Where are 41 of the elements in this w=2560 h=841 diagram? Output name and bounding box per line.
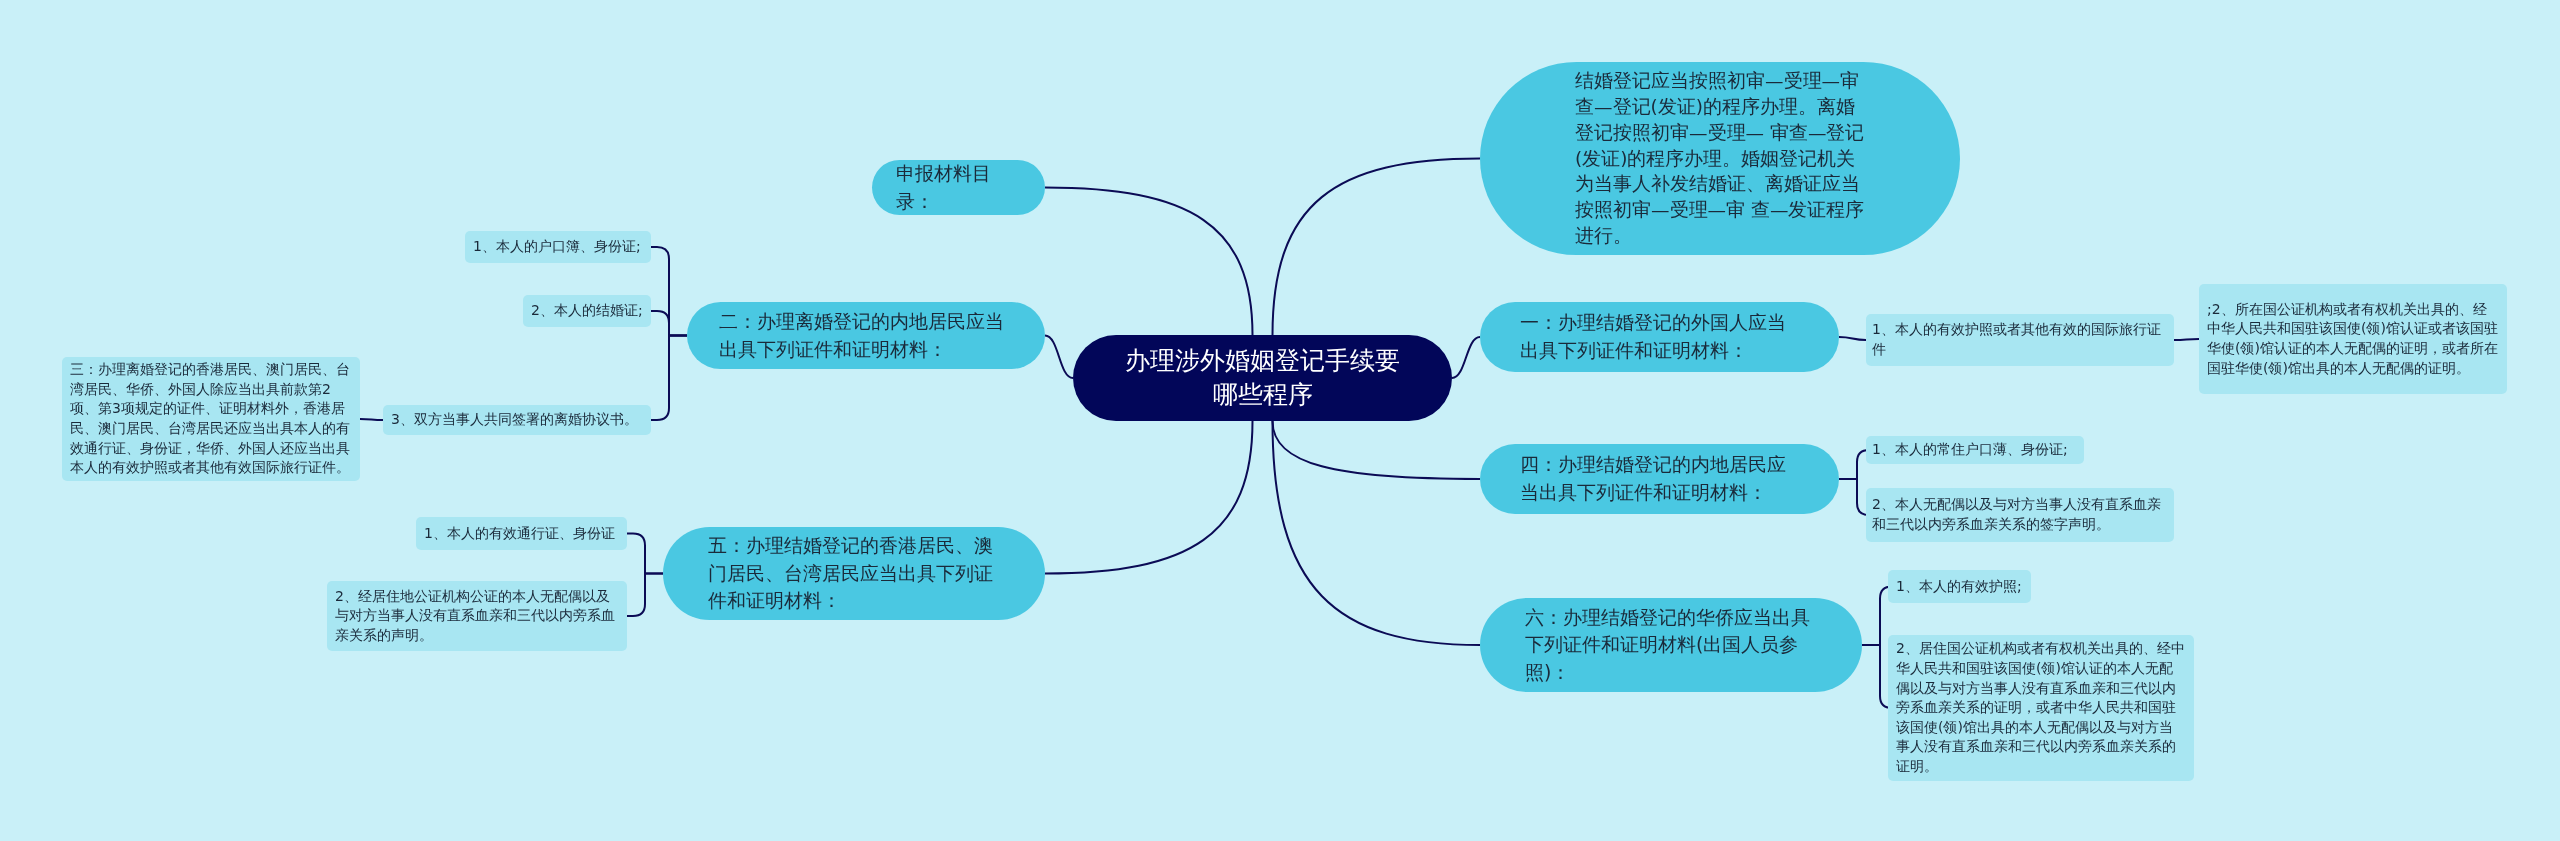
connector-line [1044,334,1074,379]
topic-pill [872,160,1045,216]
detail-text: 1、本人的户口簿、身份证; [473,237,641,257]
topic-text: 二：办理离婚登记的内地居民应当出具下列证件和证明材料： [719,308,1005,362]
detail-card [327,581,627,651]
detail-text: 1、本人的常住户口薄、身份证; [1872,440,2068,460]
detail-card [1866,488,2174,542]
connector-line [1838,336,1867,341]
detail-card [416,517,627,550]
detail-text: 1、本人的有效护照或者其他有效的国际旅行证件 [1872,320,2162,359]
detail-card [1866,314,2174,366]
detail-text: 2、本人无配偶以及与对方当事人没有直系血亲和三代以内旁系血亲关系的签字声明。 [1872,495,2162,534]
connector-line [626,572,664,617]
connector-line [1451,336,1481,379]
connector-line [1271,157,1481,336]
detail-text: 2、居住国公证机构或者有权机关出具的、经中华人民共和国驻该国使(领)馆认证的本人无配偶以及与对方当事人没有直系血亲和三代以内旁系血亲关系的证明，或者中华人民共和国驻该国使(领)馆出具的本人无配偶以及与对方当事人没有直系血亲和三代以内旁系血亲关系的证明。 [1896,639,2186,776]
detail-text: 1、本人的有效通行证、身份证 [424,523,615,543]
detail-text: ;2、所在国公证机构或者有权机关出具的、经中华人民共和国驻该国使(领)馆认证或者该国驻华使(领)馆认证的本人无配偶的证明，或者所在国驻华使(领)馆出具的本人无配偶的证明。 [2207,299,2499,378]
topic-text: 申报材料目录： [896,161,992,214]
detail-card [1866,436,2084,464]
connector-line [1044,420,1254,575]
detail-text: 三：办理离婚登记的香港居民、澳门居民、台湾居民、华侨、外国人除应当出具前款第2项、第3项规定的证件、证明材料外，香港居民、澳门居民、台湾居民还应当出具本人的有效通行证、身份证，华侨、外国人还应当出具本人的有效护照或者其他有效国际旅行证件。 [70,360,351,478]
topic-text: 四：办理结婚登记的内地居民应当出具下列证件和证明材料： [1520,452,1787,505]
connector-line [359,418,384,421]
connector-line [1271,420,1481,646]
topic-text: 一：办理结婚登记的外国人应当出具下列证件和证明材料： [1520,310,1787,363]
connector-line [2173,338,2200,341]
detail-text: 2、经居住地公证机构公证的本人无配偶以及与对方当事人没有直系血亲和三代以内旁系血亲关系的声明。 [335,586,616,645]
topic-text: 五：办理结婚登记的香港居民、澳门居民、台湾居民应当出具下列证件和证明材料： [708,533,994,614]
detail-text: 2、本人的结婚证; [531,301,643,321]
detail-card [465,231,651,263]
topic-title: 办理涉外婚姻登记手续要哪些程序 [1124,345,1401,411]
detail-text: 3、双方当事人共同签署的离婚协议书。 [391,410,638,430]
connector-line [1044,186,1254,336]
note-text: 结婚登记应当按照初审—受理—审查—登记(发证)的程序办理。离婚登记按照初审—受理— 审查—登记(发证)的程序办理。婚姻登记机关为当事人补发结婚证、离婚证应当按照初审—受理—审 查—发证程序进行。 [1575,68,1865,249]
detail-text: 1、本人的有效护照; [1896,576,2022,596]
detail-card [2199,284,2507,394]
topic-text: 六：办理结婚登记的华侨应当出具下列证件和证明材料(出国人员参照)： [1525,604,1811,685]
detail-card [1888,570,2031,603]
detail-card [523,295,651,327]
detail-card [383,405,651,435]
